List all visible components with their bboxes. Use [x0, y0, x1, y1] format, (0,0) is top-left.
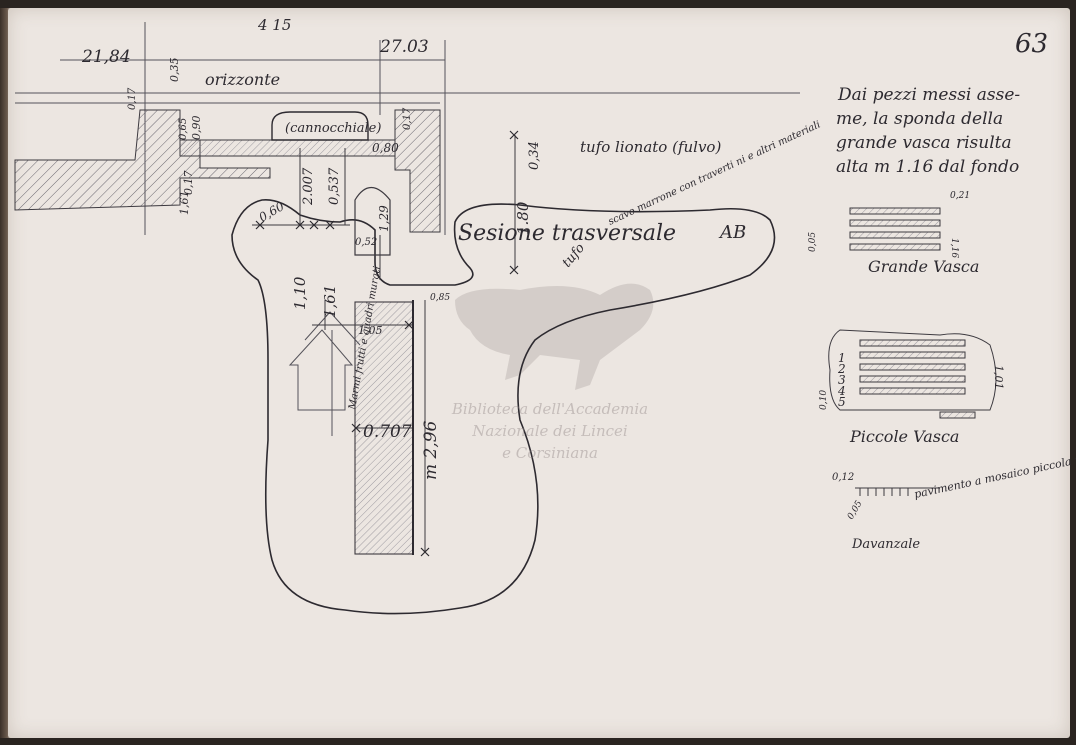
piccole-vasca-detail	[828, 329, 997, 419]
dim-0-17b: 0,17	[402, 107, 413, 130]
num-2: 2	[837, 362, 846, 376]
dim-0-707: 0.707	[363, 422, 412, 442]
dim-0-35: 0,35	[168, 58, 181, 83]
dim-1-61b: 1,61	[321, 285, 339, 318]
label-davanzale: Davanzale	[851, 537, 920, 552]
dim-0-85: 0,85	[430, 293, 450, 303]
dim-1-05: 1,05	[358, 324, 383, 337]
arch-niche	[354, 186, 391, 256]
small-1-16: 1,16	[949, 238, 959, 258]
dim-0-34: 0,34	[527, 141, 542, 170]
upper-slab	[179, 139, 396, 157]
note-line-1: Dai pezzi messi asse-	[837, 85, 1020, 105]
label-pavimento: pavimento a mosaico piccola vasca	[913, 448, 1076, 501]
dimension-lines	[252, 135, 516, 552]
notebook-page	[8, 8, 1070, 738]
cross-marks	[255, 130, 519, 557]
label-grande-vasca: Grande Vasca	[868, 257, 979, 276]
page-number: 63	[1015, 29, 1048, 59]
label-sezione: Sesione trasversale	[458, 221, 676, 246]
label-piccole-vasca: Piccole Vasca	[849, 427, 959, 446]
note-line-2: me, la sponda della	[836, 109, 1003, 129]
house-sketch	[288, 311, 361, 411]
small-0-12: 0,12	[832, 472, 854, 483]
dim-1-80: 1.80	[514, 201, 532, 235]
cannocchiale-box	[271, 111, 369, 141]
dim-0-17a: 0,17	[182, 171, 195, 196]
dim-0-17c: 0,17	[127, 87, 138, 110]
label-cannocchiale: (cannocchiale)	[285, 121, 381, 136]
small-0-05b: 0,05	[846, 499, 865, 522]
label-orizzonte: orizzonte	[205, 70, 280, 89]
dim-1-10: 1,10	[291, 276, 309, 310]
dim-1-29: 1,29	[377, 205, 391, 232]
dim-4-15: 4 15	[257, 16, 291, 34]
dim-0-90: 0,90	[190, 116, 203, 141]
watermark-line-2: Nazionale dei Lincei	[472, 422, 628, 440]
dim-0-537: 0,537	[327, 167, 342, 205]
num-5: 5	[838, 395, 846, 409]
dim-1-61: 1,61	[178, 191, 191, 216]
note-line-4: alta m 1.16 dal fondo	[836, 157, 1019, 177]
dim-0-80: 0,80	[372, 141, 399, 155]
small-0-05: 0,05	[808, 232, 818, 252]
label-scavo: scavo marrone con traverti ni e altri ma…	[607, 119, 823, 227]
watermark-lynx-icon	[455, 283, 654, 390]
dim-27-03: 27.03	[379, 37, 429, 57]
dim-21-84: 21,84	[81, 47, 131, 67]
label-tufo-lionato: tufo lionato (fulvo)	[580, 138, 721, 156]
watermark-line-3: e Corsiniana	[502, 444, 598, 462]
dim-2-007: 2.007	[301, 167, 316, 206]
note-line-3: grande vasca risulta	[836, 133, 1012, 153]
label-ab: AB	[718, 222, 746, 243]
pavimento-detail	[855, 487, 940, 496]
right-wall	[394, 109, 441, 233]
small-0-10: 0,10	[819, 390, 829, 410]
num-3: 3	[838, 373, 846, 387]
small-1-01: 1,01	[992, 365, 1005, 390]
watermark-line-1: Biblioteca dell'Accademia	[451, 400, 649, 418]
dim-0-52: 0,52	[355, 237, 377, 248]
dim-2-96: m 2,96	[421, 420, 441, 480]
ground-profile	[14, 109, 271, 211]
small-0-21: 0,21	[950, 191, 970, 201]
dim-0-65: 0,65	[178, 118, 189, 140]
num-4: 4	[837, 384, 846, 398]
num-1: 1	[838, 351, 846, 365]
section-outline	[231, 198, 776, 615]
grande-vasca-detail	[849, 207, 941, 251]
